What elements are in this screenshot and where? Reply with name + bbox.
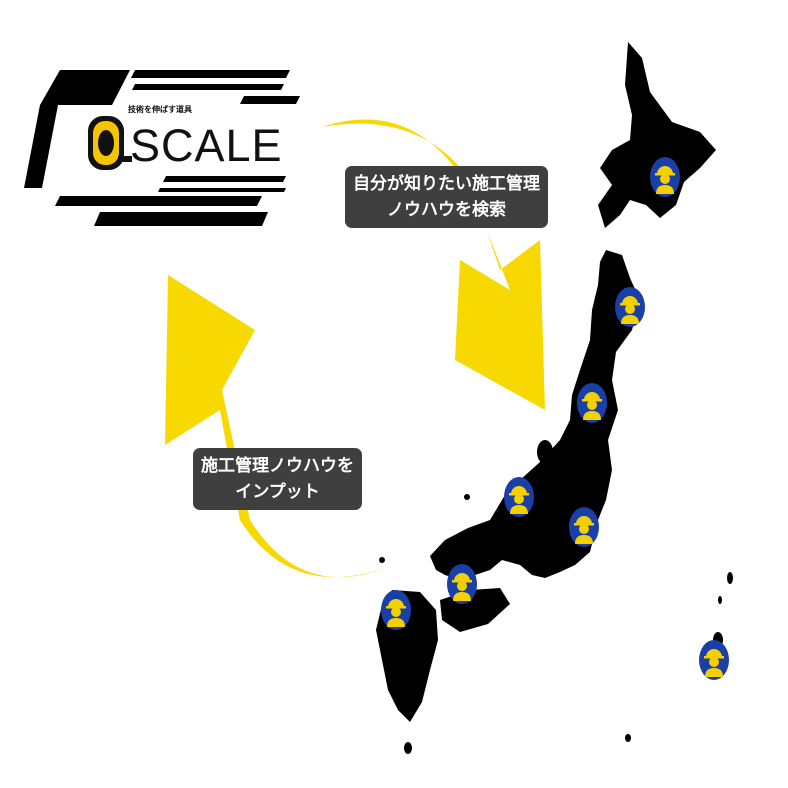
- worker-marker-icon: [577, 383, 607, 423]
- arrow-input: [165, 275, 385, 578]
- worker-marker-icon: [569, 507, 599, 547]
- logo-wordmark: SCALE: [130, 120, 283, 171]
- worker-marker-icon: [699, 640, 729, 680]
- worker-marker-icon: [615, 287, 645, 327]
- scale-logo: [24, 70, 300, 226]
- logo-tagline: 技術を伸ばす道具: [128, 105, 192, 114]
- search-knowhow-bubble: 自分が知りたい施工管理 ノウハウを検索: [345, 166, 548, 228]
- worker-markers: [381, 157, 729, 680]
- arrow-search: [322, 119, 545, 411]
- worker-marker-icon: [447, 564, 477, 604]
- input-knowhow-bubble: 施工管理ノウハウを インプット: [193, 448, 362, 510]
- worker-marker-icon: [650, 157, 680, 197]
- cycle-arrows: [165, 119, 545, 578]
- honshu: [430, 250, 640, 580]
- bubble-line: ノウハウを検索: [387, 200, 506, 220]
- hokkaido: [598, 42, 716, 228]
- tape-measure-icon: [88, 116, 132, 170]
- bubble-line: 施工管理ノウハウを: [201, 456, 354, 476]
- worker-marker-icon: [381, 590, 411, 630]
- bubble-line: インプット: [235, 482, 320, 502]
- bubble-line: 自分が知りたい施工管理: [353, 174, 540, 194]
- worker-marker-icon: [504, 477, 534, 517]
- japan-map: [376, 42, 733, 754]
